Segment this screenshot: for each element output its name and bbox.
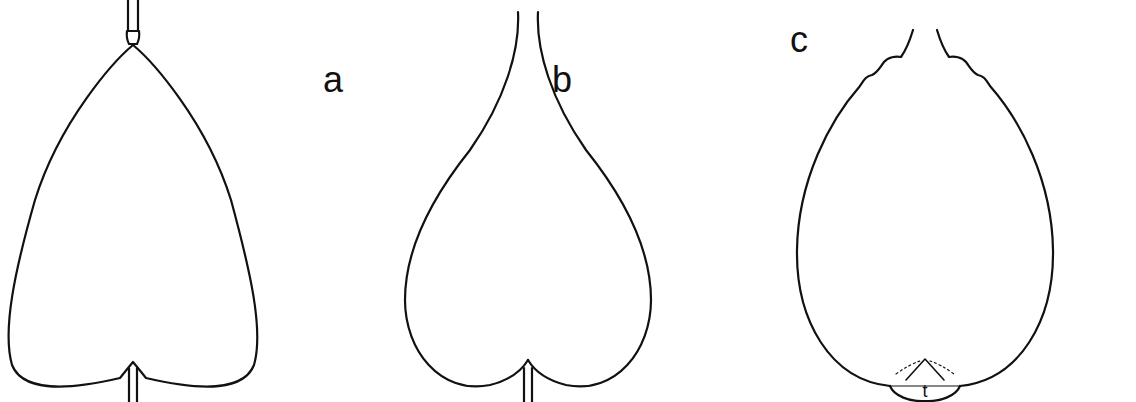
figure-label: a: [323, 62, 343, 98]
figure-a: [9, 0, 258, 402]
figure-label: b: [552, 62, 572, 98]
figure-c: [797, 30, 1053, 401]
figure-b: [405, 12, 651, 402]
figure-label: c: [790, 22, 808, 58]
part-label: t: [922, 382, 927, 400]
